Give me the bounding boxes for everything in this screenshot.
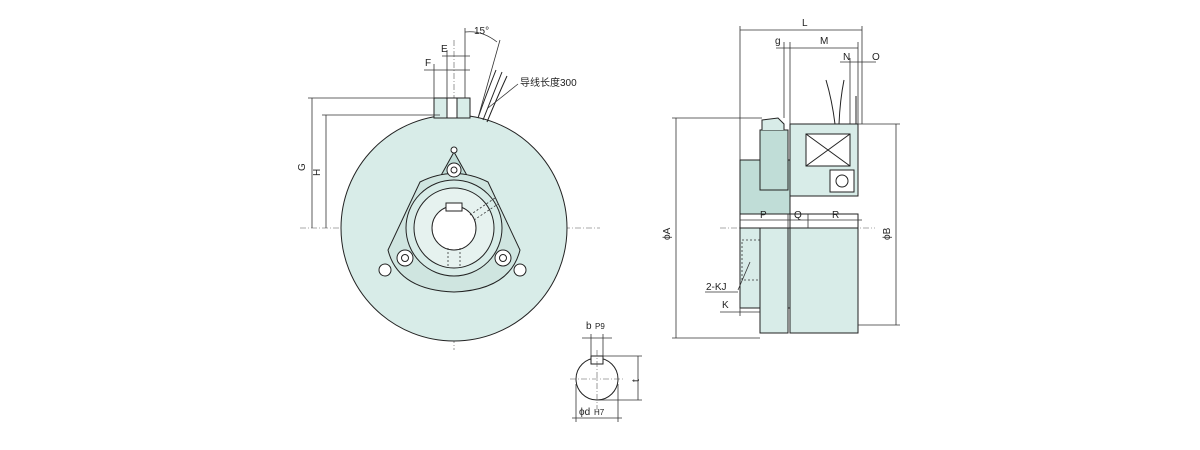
bore xyxy=(431,205,477,251)
dim-A: ϕA xyxy=(662,227,673,240)
armature-lower xyxy=(759,227,789,334)
lug-slot xyxy=(446,97,458,119)
dim-Q: Q xyxy=(794,210,802,221)
dim-F: F xyxy=(425,58,431,69)
dim-O: O xyxy=(872,52,880,63)
mount-hole-top xyxy=(450,146,458,154)
dim-G: G xyxy=(297,163,308,171)
keyway-depth-label: t xyxy=(631,379,642,382)
dim-N: N xyxy=(843,52,850,63)
side-view: L g M N O P Q R ϕA ϕB 2-KJ xyxy=(662,18,900,339)
dim-M: M xyxy=(820,36,828,47)
bore-label: ϕd xyxy=(579,407,590,418)
armature-section xyxy=(759,129,789,191)
dim-R: R xyxy=(832,210,839,221)
bore-tol: H7 xyxy=(594,408,605,417)
dim-P: P xyxy=(760,210,767,221)
dim-g: g xyxy=(775,36,781,47)
dim-K: K xyxy=(722,300,729,311)
lead-length-label: 导线长度300 xyxy=(520,76,577,89)
keyway-width-tol: P9 xyxy=(595,322,605,331)
dim-E: E xyxy=(441,44,448,55)
dim-KJ: 2-KJ xyxy=(706,282,727,293)
lead-wire-3 xyxy=(486,75,508,123)
field-lower xyxy=(789,227,859,334)
front-view: 15° E F G H 导线长度300 xyxy=(297,26,600,350)
lead-wire-2 xyxy=(482,71,503,121)
keyway xyxy=(445,202,463,212)
dim-L: L xyxy=(802,18,808,29)
armature-lip xyxy=(761,117,785,130)
keyway-width-label: b xyxy=(586,321,592,332)
dim-H: H xyxy=(312,169,323,176)
keyway-detail: b P9 t ϕd H7 xyxy=(570,321,642,422)
mount-hole-left xyxy=(378,263,392,277)
dim-B: ϕB xyxy=(882,227,893,240)
mount-hole-right xyxy=(513,263,527,277)
angle-label: 15° xyxy=(474,26,489,37)
